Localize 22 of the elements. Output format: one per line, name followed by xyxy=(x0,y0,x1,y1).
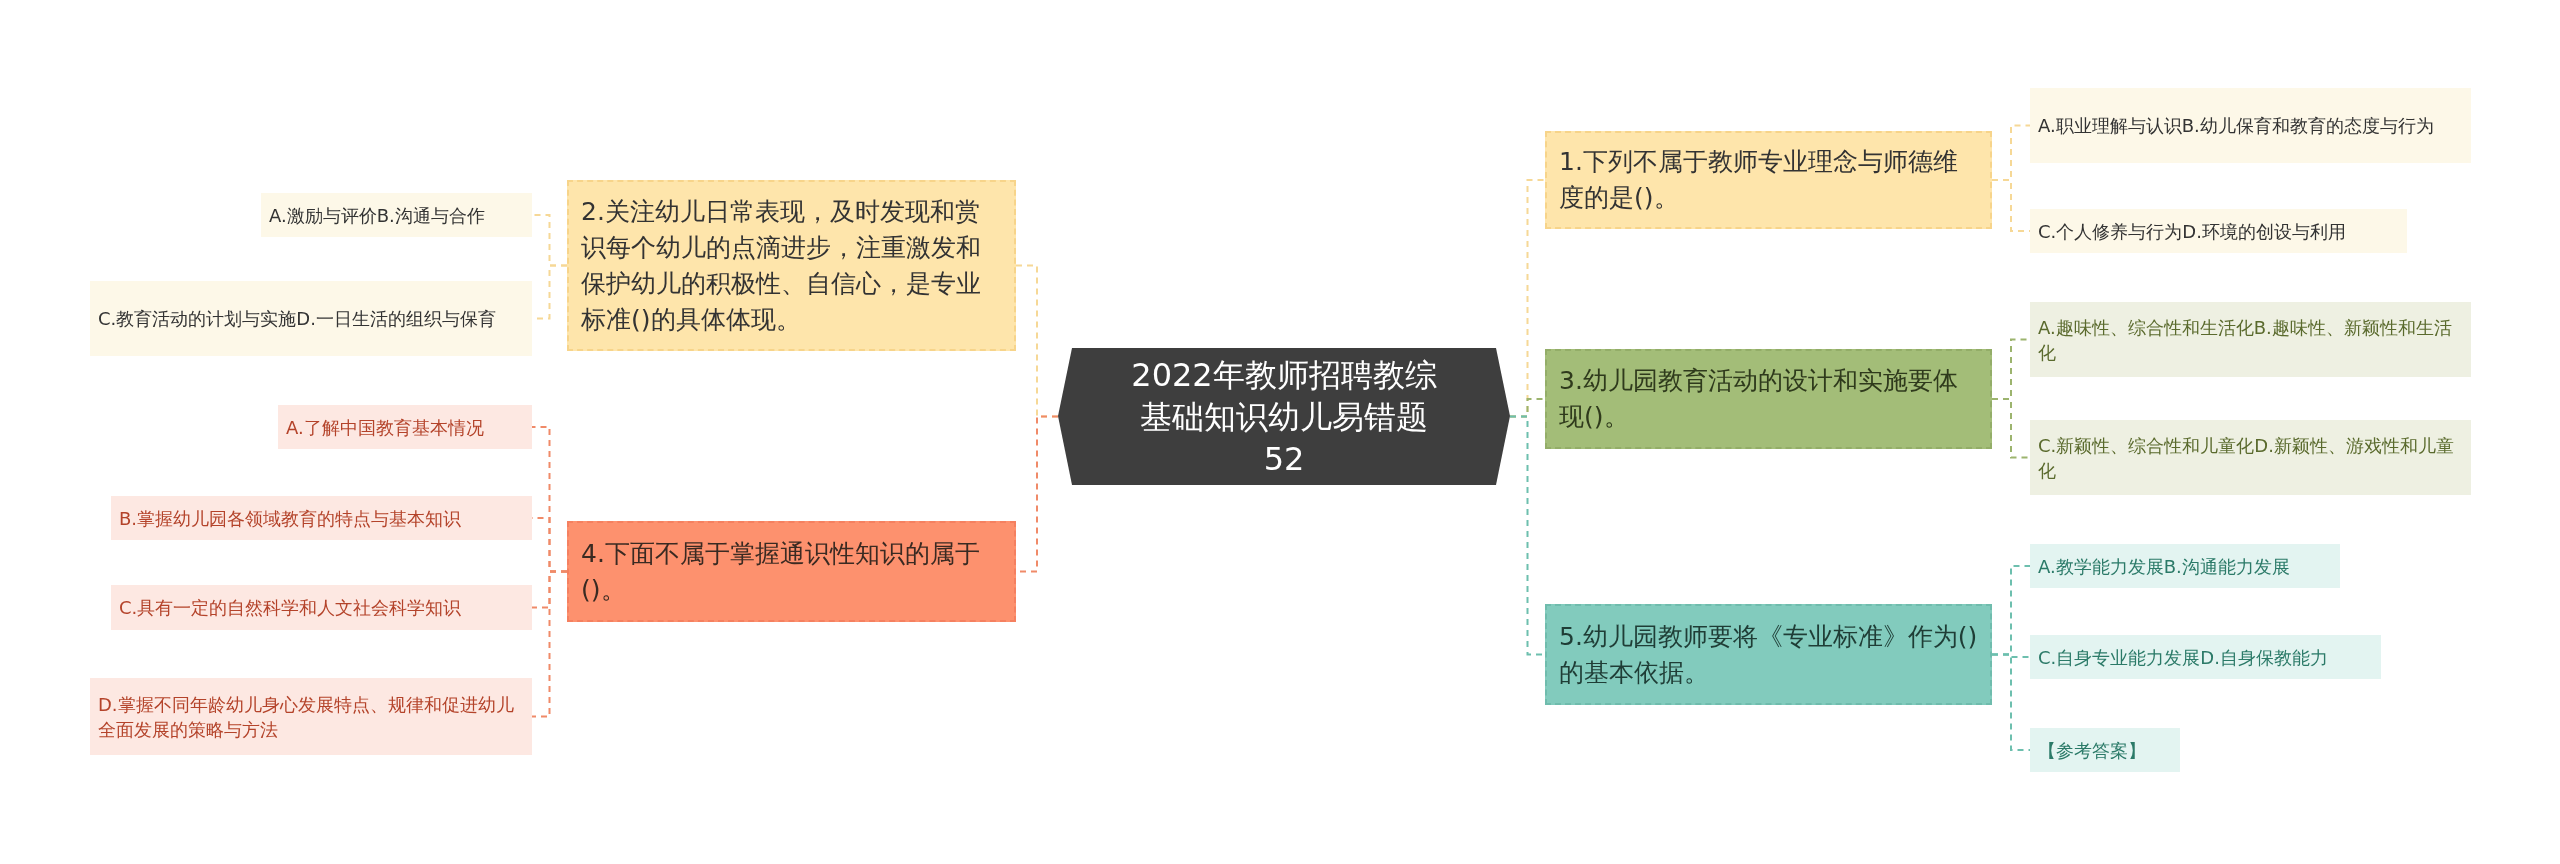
option-box: A.教学能力发展B.沟通能力发展 xyxy=(2030,544,2340,588)
question-box: 4.下面不属于掌握通识性知识的属于()。 xyxy=(567,521,1016,622)
option-box: C.个人修养与行为D.环境的创设与利用 xyxy=(2030,209,2407,253)
question-box: 3.幼儿园教育活动的设计和实施要体现()。 xyxy=(1545,349,1992,449)
option-box: A.激励与评价B.沟通与合作 xyxy=(261,193,532,237)
option-box: C.教育活动的计划与实施D.一日生活的组织与保育 xyxy=(90,281,532,356)
option-box: 【参考答案】 xyxy=(2030,728,2180,772)
option-box: A.了解中国教育基本情况 xyxy=(278,405,532,449)
question-box: 1.下列不属于教师专业理念与师德维度的是()。 xyxy=(1545,131,1992,229)
connector-line xyxy=(531,570,568,718)
question-box: 2.关注幼儿日常表现，及时发现和赏识每个幼儿的点滴进步，注重激发和保护幼儿的积极性、自信心，是专业标准()的具体体现。 xyxy=(567,180,1016,351)
central-topic-hexagon: 2022年教师招聘教综基础知识幼儿易错题52 xyxy=(1058,348,1510,485)
connector-line xyxy=(1991,653,2031,751)
option-box: C.具有一定的自然科学和人文社会科学知识 xyxy=(111,585,532,630)
option-box: C.自身专业能力发展D.自身保教能力 xyxy=(2030,635,2381,679)
question-box: 5.幼儿园教师要将《专业标准》作为()的基本依据。 xyxy=(1545,604,1992,705)
option-box: B.掌握幼儿园各领域教育的特点与基本知识 xyxy=(111,496,532,540)
option-box: C.新颖性、综合性和儿童化D.新颖性、游戏性和儿童化 xyxy=(2030,420,2471,495)
option-box: A.职业理解与认识B.幼儿保育和教育的态度与行为 xyxy=(2030,88,2471,163)
option-box: D.掌握不同年龄幼儿身心发展特点、规律和促进幼儿全面发展的策略与方法 xyxy=(90,678,532,755)
connector-line xyxy=(1991,398,2031,459)
option-box: A.趣味性、综合性和生活化B.趣味性、新颖性和生活化 xyxy=(2030,302,2471,377)
